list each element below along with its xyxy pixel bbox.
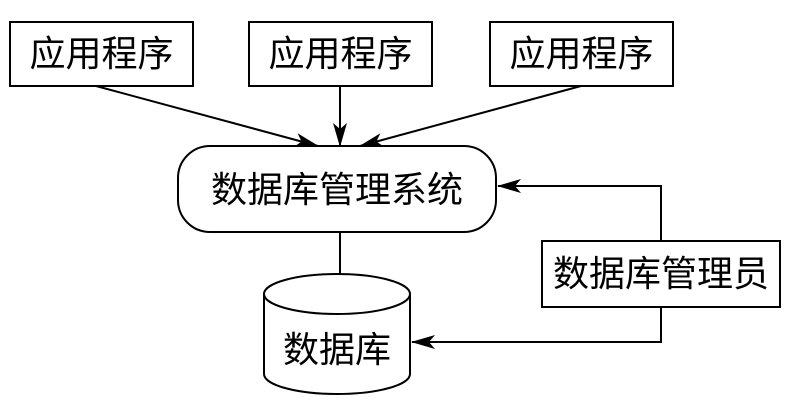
dbms-label: 数据库管理系统 (211, 170, 463, 211)
application-box-2: 应用程序 (248, 21, 433, 87)
database-cylinder: 数据库 (263, 273, 411, 395)
database-label: 数据库 (283, 330, 391, 371)
application-label-2: 应用程序 (268, 34, 412, 75)
application-box-1: 应用程序 (9, 21, 194, 87)
application-label-3: 应用程序 (509, 34, 653, 75)
arrow-app1-to-dbms (95, 85, 319, 147)
arrow-app3-to-dbms (359, 85, 582, 147)
arrow-dba-to-database (411, 307, 662, 349)
dba-label: 数据库管理员 (553, 254, 769, 295)
application-box-3: 应用程序 (489, 21, 674, 87)
dbms-box: 数据库管理系统 (177, 145, 497, 233)
dba-box: 数据库管理员 (541, 240, 781, 308)
application-label-1: 应用程序 (29, 34, 173, 75)
arrow-dba-to-dbms (497, 179, 662, 241)
